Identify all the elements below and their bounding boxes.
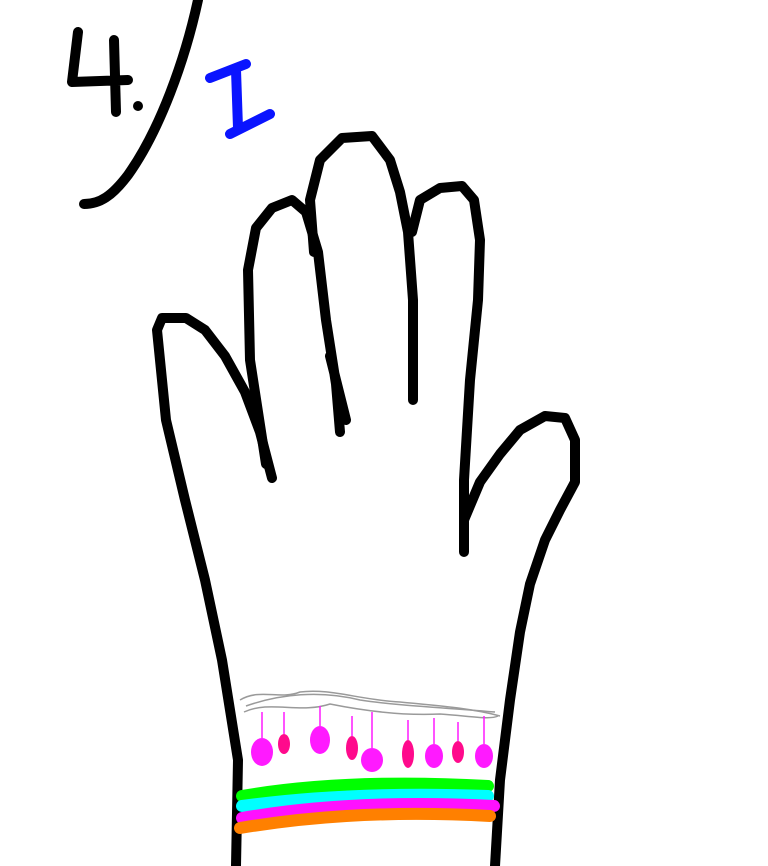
hand-outline [152, 131, 580, 866]
band-cyan [236, 788, 494, 812]
bracelet-charms [251, 706, 493, 772]
letter-i-label [205, 59, 275, 139]
charm-bead [278, 734, 290, 754]
band-magenta [236, 797, 500, 824]
number-four-label [67, 27, 143, 117]
charm-bead [452, 741, 464, 763]
charm-bead [251, 738, 273, 766]
charm-bead [346, 736, 358, 760]
band-orange [234, 807, 496, 834]
bracelet-chain [239, 690, 501, 719]
charm-bead [310, 726, 330, 754]
charm-bead [402, 740, 414, 768]
slash-stroke [79, 0, 203, 209]
charm-bead [475, 744, 493, 768]
charm-bead [361, 748, 383, 772]
bracelet-bands [234, 777, 500, 834]
charm-bead [425, 744, 443, 768]
band-green [236, 777, 494, 802]
